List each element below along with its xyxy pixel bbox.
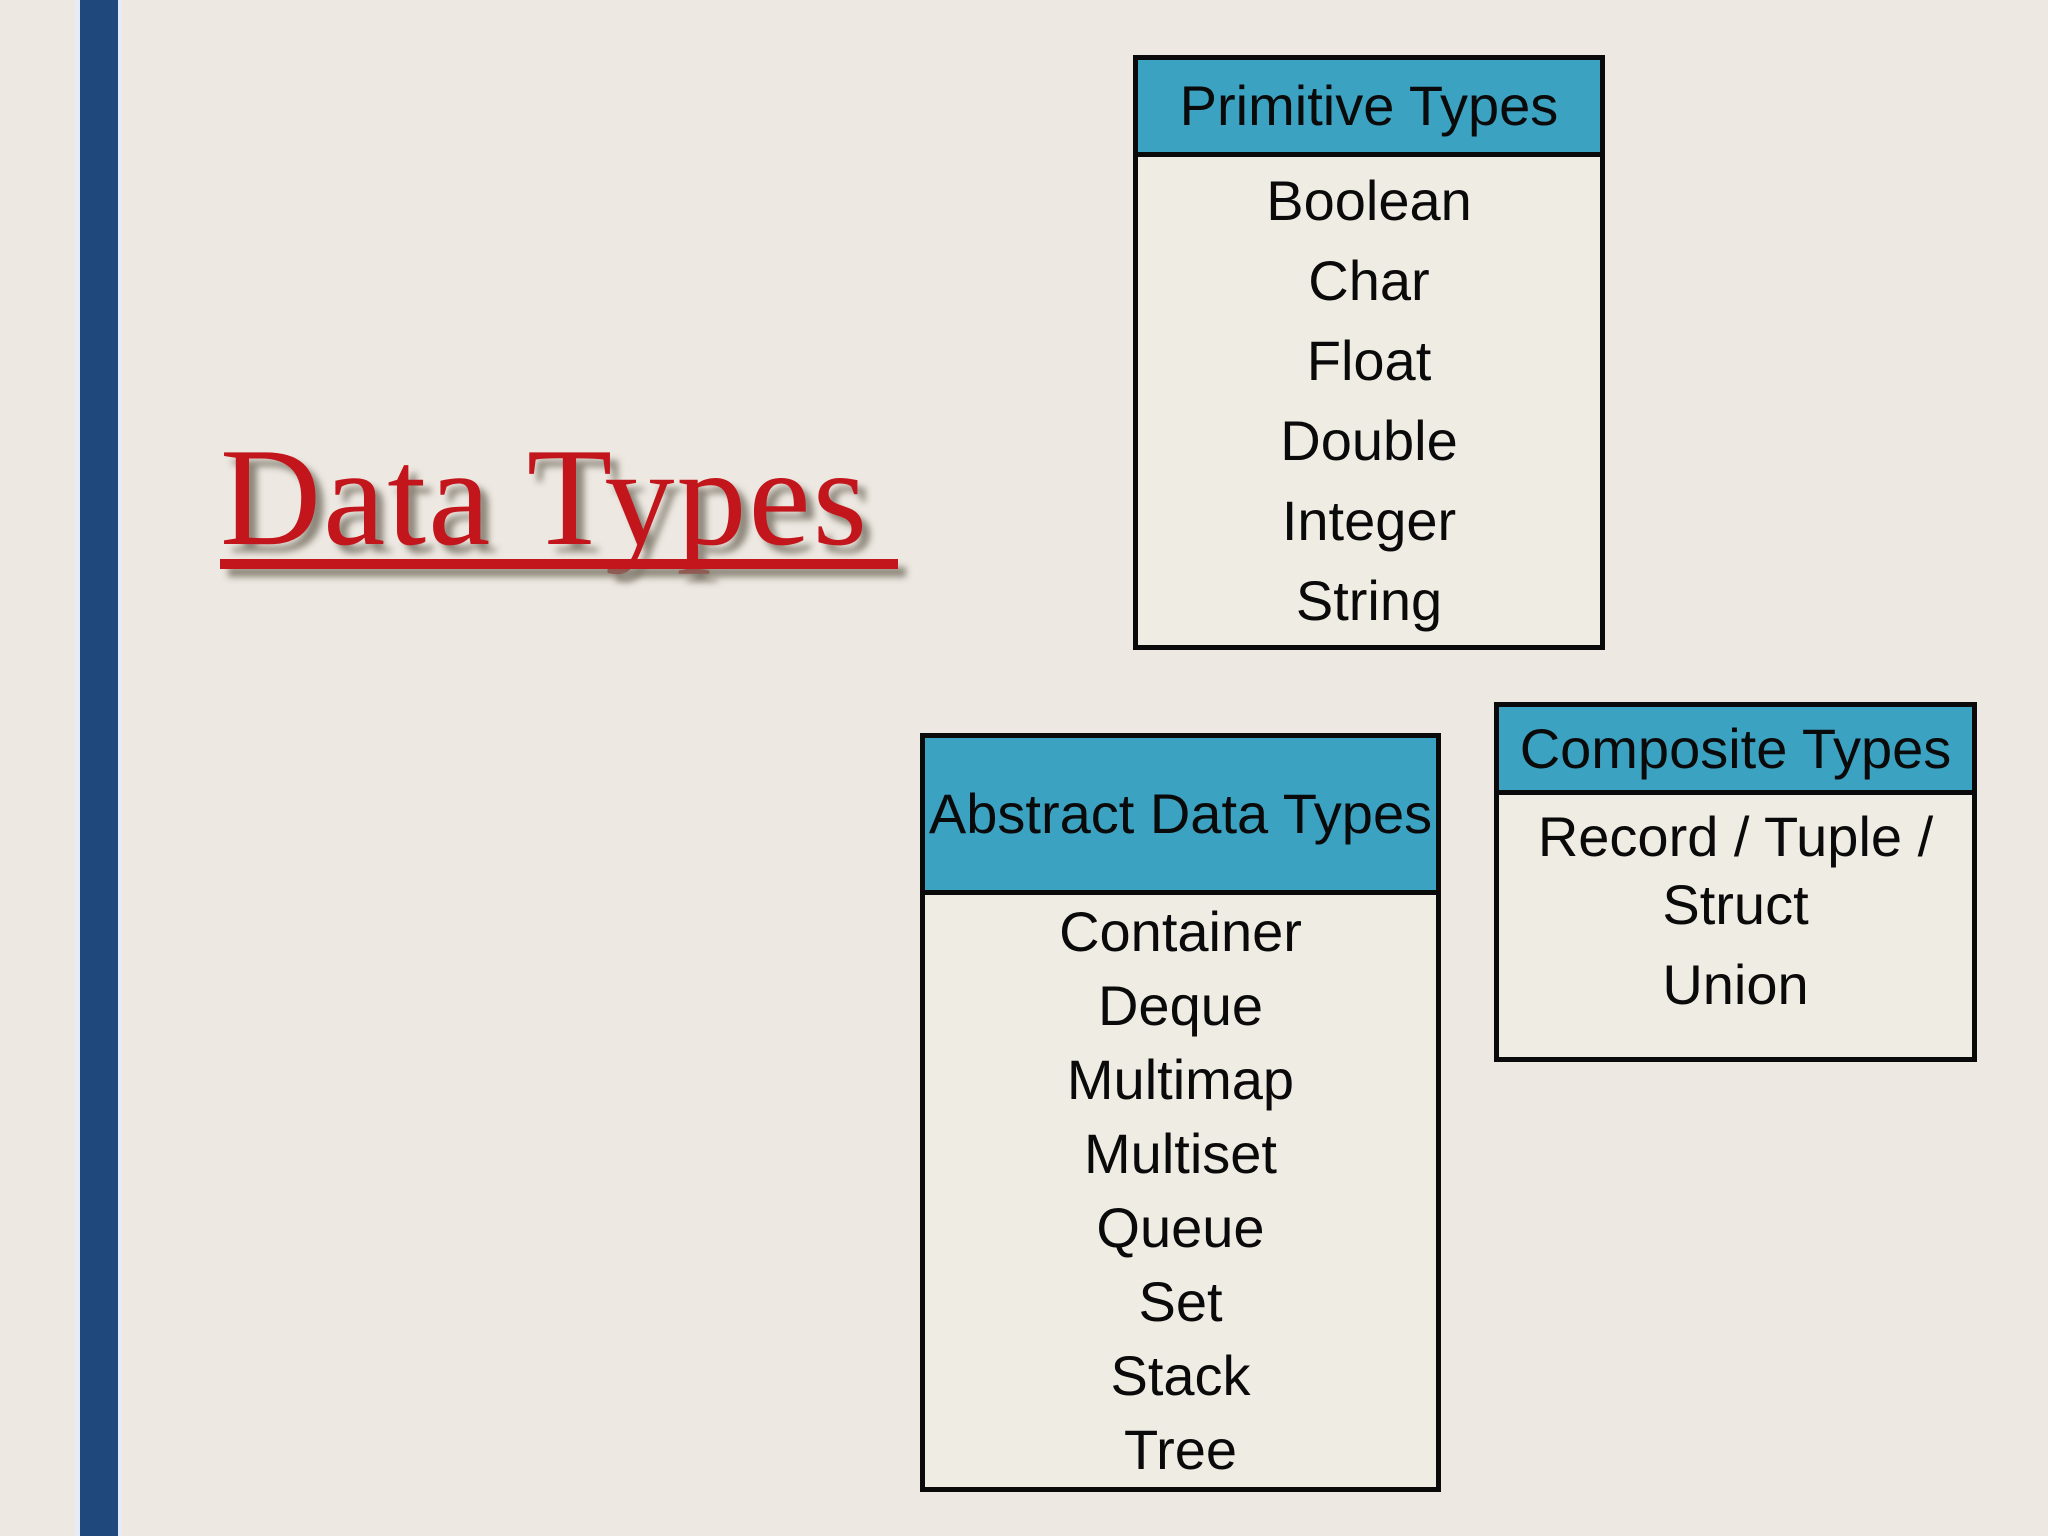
composite-types-list: Record / Tuple / Struct Union [1499,795,1972,1019]
primitive-types-list: Boolean Char Float Double Integer String [1138,157,1600,641]
accent-bar-right-edge [118,0,122,1536]
abstract-data-types-list: Container Deque Multimap Multiset Queue … [925,895,1436,1487]
type-item-tree: Tree [1123,1418,1238,1481]
abstract-data-types-header-label: Abstract Data Types [928,782,1433,845]
type-item-stack: Stack [1110,1344,1251,1407]
type-item-integer: Integer [1281,489,1457,552]
type-item-union: Union [1662,953,1809,1016]
type-item-container: Container [1059,900,1302,963]
type-item-multimap: Multimap [1066,1048,1295,1111]
type-item-boolean: Boolean [1266,169,1472,232]
type-item-double: Double [1280,409,1458,472]
composite-types-box: Composite Types Record / Tuple / Struct … [1494,702,1977,1062]
primitive-types-box: Primitive Types Boolean Char Float Doubl… [1133,55,1605,650]
composite-types-header-label: Composite Types [1519,716,1952,780]
type-item-char: Char [1308,249,1430,312]
primitive-types-header: Primitive Types [1138,60,1600,157]
type-item-record-tuple-struct: Record / Tuple / Struct [1537,805,1934,936]
type-item-string: String [1295,569,1443,632]
abstract-data-types-box: Abstract Data Types Container Deque Mult… [920,733,1441,1492]
accent-bar-left-edge [75,0,80,1536]
accent-bar [80,0,118,1536]
composite-types-header: Composite Types [1499,707,1972,795]
type-item-deque: Deque [1097,974,1264,1037]
slide-title: Data Types [220,420,870,575]
type-item-set: Set [1138,1270,1223,1333]
primitive-types-header-label: Primitive Types [1179,74,1559,137]
title-underline [220,559,898,569]
type-item-float: Float [1306,329,1432,392]
type-item-multiset: Multiset [1084,1122,1277,1185]
type-item-queue: Queue [1096,1196,1265,1259]
abstract-data-types-header: Abstract Data Types [925,738,1436,895]
